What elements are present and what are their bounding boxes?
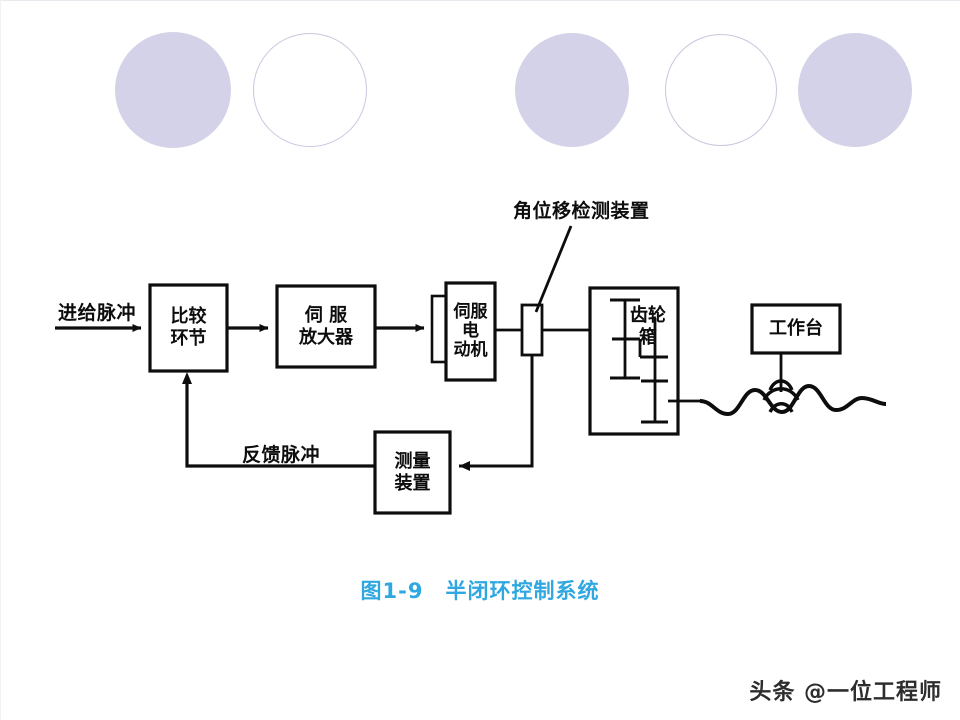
decor-circle-4 (665, 34, 777, 146)
figure-number: 图1-9 (360, 579, 424, 603)
figure-caption: 图1-9 半闭环控制系统 (0, 575, 960, 605)
slide-left-divider (0, 0, 1, 720)
feedback-pulse-label: 反馈脉冲 (242, 444, 321, 466)
decor-circle-2 (253, 33, 367, 147)
watermark-label: 头条 @一位工程师 (749, 680, 942, 705)
decor-circle-3 (515, 33, 629, 147)
sensor-annotation-label: 角位移检测装置 (513, 200, 650, 222)
figure-title: 半闭环控制系统 (445, 579, 600, 603)
input-pulse-label: 进给脉冲 (58, 302, 137, 324)
slide-top-divider (0, 0, 960, 1)
decor-circle-1 (115, 32, 231, 148)
decor-circle-5 (798, 33, 912, 147)
